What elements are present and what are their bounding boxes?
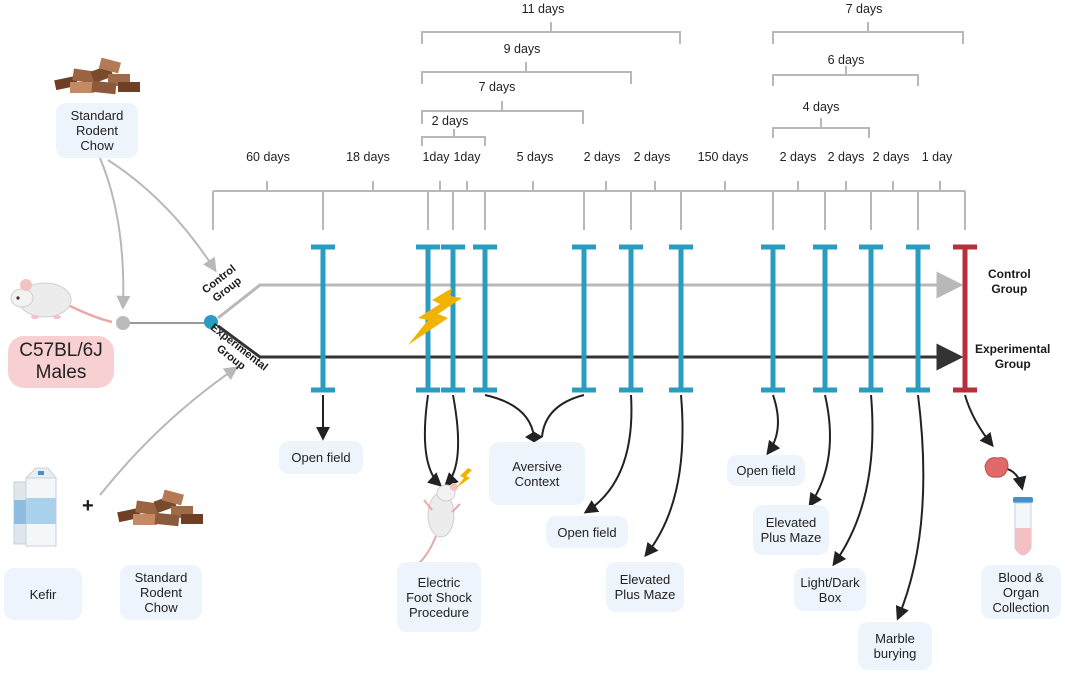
test-box-electric-foot-shock: Electric Foot Shock Procedure [397, 562, 481, 632]
kefir-to-experimental-arrow [99, 366, 239, 496]
span-label-2-days: 2 days [431, 114, 469, 128]
test-box-light-dark-box: Light/Dark Box [794, 568, 866, 611]
interval-label: 2 days [583, 150, 621, 164]
split-dot [204, 315, 218, 329]
test-box-open-field: Open field [727, 455, 805, 486]
interval-label: 5 days [516, 150, 554, 164]
blood-tube-icon [1013, 497, 1033, 556]
bracket-2-days [421, 136, 486, 146]
top-brackets [421, 22, 964, 146]
experimental-group-line [217, 324, 964, 371]
junction-dot [116, 316, 130, 330]
interval-label: 18 days [346, 150, 390, 164]
timepoint-marker [441, 244, 465, 393]
test-box-open-field: Open field [279, 441, 363, 474]
timepoint-marker [669, 244, 693, 393]
span-label-9-days: 9 days [503, 42, 541, 56]
bracket-4-days [772, 127, 870, 138]
timepoint-marker [473, 244, 497, 393]
control-group-line [217, 271, 964, 320]
span-label-6-days: 6 days [827, 53, 865, 67]
final-timepoint-marker [953, 244, 977, 393]
interval-label: 150 days [697, 150, 749, 164]
chow-to-control-arrow [107, 159, 217, 273]
chow-pellets-icon [54, 57, 140, 95]
span-label-4-days: 4 days [802, 100, 840, 114]
tissue-icon [984, 457, 1009, 478]
interval-comb [212, 181, 966, 230]
timepoint-marker [311, 244, 335, 393]
interval-label: 1day [422, 150, 450, 164]
timepoint-marker [761, 244, 785, 393]
chow-top-box: Standard Rodent Chow [56, 103, 138, 158]
chow-to-mouse-arrow [99, 157, 131, 310]
bracket-9-days [421, 71, 632, 84]
timepoint-marker [906, 244, 930, 393]
interval-label: 2 days [633, 150, 671, 164]
lightning-icon [408, 288, 462, 345]
kefir-carton-icon [13, 467, 58, 547]
interval-label: 1day [453, 150, 481, 164]
experimental-group-label: Experimental Group [975, 342, 1051, 371]
bracket-7-days-right [772, 31, 964, 44]
timepoint-marker [619, 244, 643, 393]
strain-box: C57BL/6J Males [8, 336, 114, 388]
test-box-marble-burying: Marble burying [858, 622, 932, 670]
mouse-icon [10, 279, 113, 324]
kefir-box: Kefir [4, 568, 82, 620]
test-box-aversive-context: Aversive Context [489, 442, 585, 505]
chow-bottom-box: Standard Rodent Chow [120, 565, 202, 620]
interval-label: 2 days [872, 150, 910, 164]
span-label-11-days: 11 days [521, 2, 565, 16]
test-box-elevated-plus-maze: Elevated Plus Maze [606, 562, 684, 612]
timepoint-markers [311, 244, 930, 393]
chow-pellets-icon [117, 489, 203, 527]
interval-label: 1 day [921, 150, 953, 164]
interval-label: 2 days [779, 150, 817, 164]
bracket-6-days [772, 74, 919, 86]
plus-sign: + [82, 495, 94, 517]
test-box-open-field: Open field [546, 516, 628, 548]
timepoint-marker [859, 244, 883, 393]
control-group-label: Control Group [988, 267, 1031, 296]
bracket-11-days-left [421, 31, 681, 44]
interval-label: 2 days [827, 150, 865, 164]
input-arrows [99, 157, 239, 496]
mouse-icon [415, 483, 461, 567]
test-arrows [316, 394, 1027, 621]
timepoint-marker [813, 244, 837, 393]
timepoint-marker [572, 244, 596, 393]
test-box-blood-organ-collection: Blood & Organ Collection [981, 565, 1061, 619]
interval-label: 60 days [246, 150, 290, 164]
lightning-icon [456, 468, 472, 488]
span-label-7-days-right: 7 days [845, 2, 883, 16]
test-box-elevated-plus-maze: Elevated Plus Maze [753, 505, 829, 555]
span-label-7-days: 7 days [478, 80, 516, 94]
